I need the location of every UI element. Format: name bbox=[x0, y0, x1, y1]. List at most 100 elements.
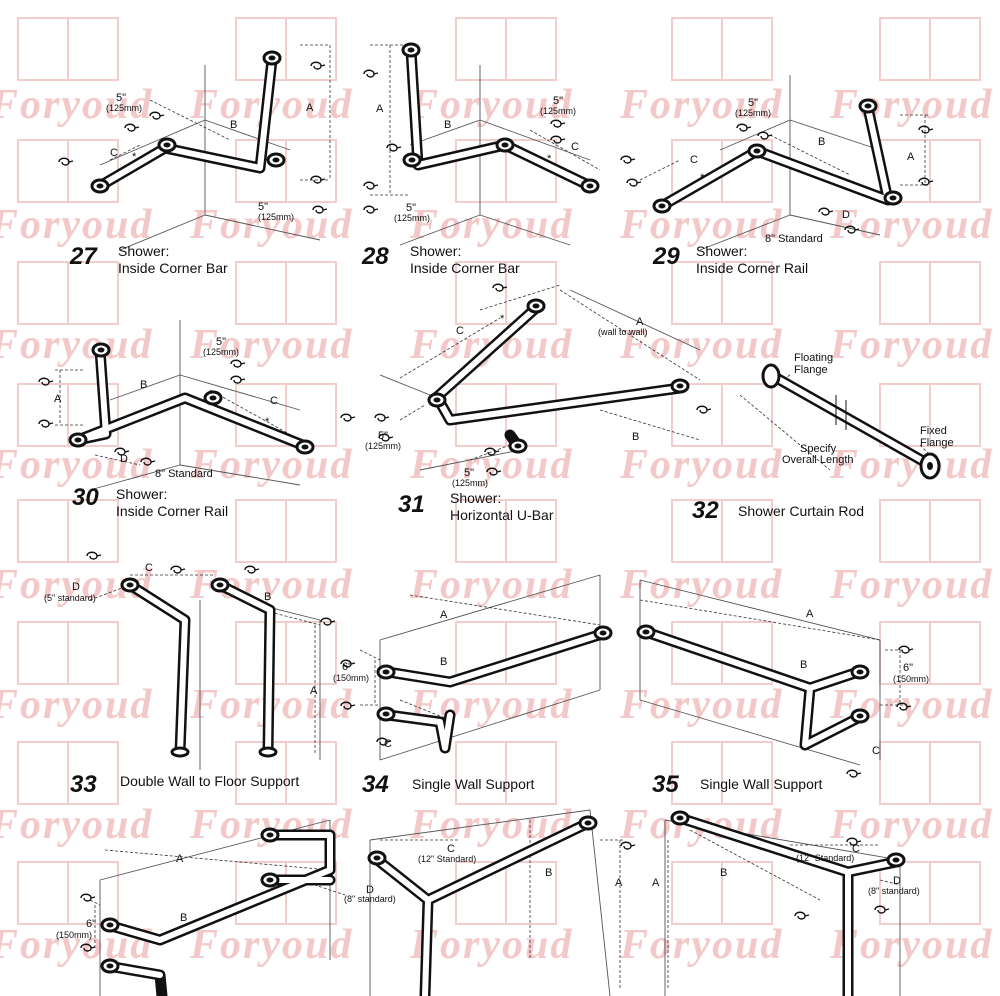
item-31-label-c: C bbox=[456, 325, 464, 337]
item-35-caption-line-1: Single Wall Support bbox=[700, 776, 823, 792]
item-35-diagram: A B C 6" (150mm) 35 Single Wall Support bbox=[636, 579, 929, 798]
item-33-label-c: C bbox=[145, 562, 153, 574]
item-27-number: 27 bbox=[69, 243, 98, 270]
item-33-label-a: A bbox=[310, 685, 318, 697]
item-33-label-d: D bbox=[72, 581, 80, 593]
item-38-label-c-std: (12" Standard) bbox=[796, 853, 854, 863]
item-32-caption-line-1: Shower Curtain Rod bbox=[738, 503, 864, 519]
item-38-label-c: C bbox=[852, 843, 860, 855]
item-33-diagram: C D (5" standard) B A 33 Double Wall to … bbox=[44, 551, 336, 798]
item-32-specify-line-2: Overall Length bbox=[782, 454, 854, 466]
item-38-label-a: A bbox=[652, 877, 660, 889]
item-29-number: 29 bbox=[652, 243, 680, 270]
item-37-label-a: A bbox=[615, 877, 623, 889]
item-36-label-a: A bbox=[176, 853, 184, 865]
item-30-dim-top: 5" bbox=[216, 336, 226, 348]
item-29-label-d: D bbox=[842, 209, 850, 221]
item-34-dim: 6" bbox=[342, 661, 352, 673]
watermark-text: Foryoud bbox=[409, 82, 573, 128]
watermark-text: Foryoud bbox=[409, 202, 573, 248]
watermark-text: Foryoud bbox=[829, 322, 993, 368]
item-29-diagram: 5" (125mm) A B C * D 8" Standard 29 Show… bbox=[626, 75, 934, 276]
item-30-label-d: D bbox=[120, 453, 128, 465]
item-36-dim: 6" bbox=[86, 918, 96, 930]
item-32-fixed-line-1: Fixed bbox=[920, 425, 947, 437]
item-33-label-b: B bbox=[264, 591, 271, 603]
item-28-caption-line-2: Inside Corner Bar bbox=[410, 260, 520, 276]
item-28-label-b: B bbox=[444, 119, 451, 131]
item-37-diagram: C (12" Standard) B A bbox=[367, 809, 636, 996]
item-36-dim-mm: (150mm) bbox=[56, 930, 92, 940]
item-35-dim: 6" bbox=[903, 662, 913, 674]
item-31-dim-bottom-mm: (125mm) bbox=[452, 478, 488, 488]
watermark-layer: Foryoud Foryoud Foryoud Foryoud Foryoud … bbox=[0, 17, 993, 968]
watermark-text: Foryoud bbox=[0, 322, 153, 368]
item-33-label-d-std: (5" standard) bbox=[44, 593, 96, 603]
item-32-number: 32 bbox=[692, 497, 719, 524]
item-37-label-b: B bbox=[545, 867, 552, 879]
item-30-label-c: C bbox=[270, 395, 278, 407]
item-29-caption-line-2: Inside Corner Rail bbox=[696, 260, 808, 276]
item-30-diagram: 5" (125mm) A B C * D 8" Standard 30 Show… bbox=[38, 320, 356, 519]
item-34-label-c: C bbox=[384, 738, 392, 750]
watermark-text: Foryoud bbox=[189, 322, 353, 368]
watermark-text-rows: Foryoud Foryoud Foryoud Foryoud Foryoud … bbox=[0, 82, 993, 968]
item-35-number: 35 bbox=[652, 771, 679, 798]
item-31-caption-line-1: Shower: bbox=[450, 490, 501, 506]
watermark-text: Foryoud bbox=[829, 202, 993, 248]
item-27-diagram: 5" (125mm) A B C * 5" (125mm) 27 Shower:… bbox=[58, 44, 331, 276]
item-34-dim-mm: (150mm) bbox=[333, 673, 369, 683]
watermark-text: Foryoud bbox=[619, 682, 783, 728]
item-29-label-b: B bbox=[818, 136, 825, 148]
item-32-specify-line-1: Specify bbox=[800, 443, 837, 455]
item-28-star: * bbox=[547, 153, 552, 165]
watermark-text: Foryoud bbox=[829, 82, 993, 128]
item-30-caption-line-2: Inside Corner Rail bbox=[116, 503, 228, 519]
watermark-text: Foryoud bbox=[0, 202, 153, 248]
item-33-caption-line-1: Double Wall to Floor Support bbox=[120, 773, 299, 789]
item-31-dim-left-mm: (125mm) bbox=[365, 441, 401, 451]
item-38-label-d: D bbox=[893, 875, 901, 887]
item-37-label-c-std: (12" Standard) bbox=[418, 854, 476, 864]
item-38-label-b: B bbox=[720, 867, 727, 879]
item-35-label-b: B bbox=[800, 659, 807, 671]
item-38-label-d-std: (8" standard) bbox=[868, 886, 920, 896]
item-35-label-a: A bbox=[806, 608, 814, 620]
item-29-label-c: C bbox=[690, 154, 698, 166]
item-28-label-a: A bbox=[376, 103, 384, 115]
item-36-label-b: B bbox=[180, 912, 187, 924]
item-29-caption-line-1: Shower: bbox=[696, 243, 747, 259]
item-36-diagram: A B D (8" standard) 6" (150mm) bbox=[56, 819, 396, 996]
watermark-text: Foryoud bbox=[619, 202, 783, 248]
item-30-dim-top-mm: (125mm) bbox=[203, 347, 239, 357]
item-32-diagram: Floating Flange Specify Overall Length F… bbox=[692, 352, 954, 524]
item-28-dim-top: 5" bbox=[553, 95, 563, 107]
item-32-fixed-line-2: Flange bbox=[920, 437, 954, 449]
item-34-label-b: B bbox=[440, 656, 447, 668]
item-31-label-a: A bbox=[636, 316, 644, 328]
watermark-text: Foryoud bbox=[829, 922, 993, 968]
item-30-number: 30 bbox=[72, 484, 99, 511]
item-30-caption-line-1: Shower: bbox=[116, 486, 167, 502]
watermark-text: Foryoud bbox=[189, 202, 353, 248]
item-33-number: 33 bbox=[70, 771, 97, 798]
item-29-dim-top: 5" bbox=[748, 97, 758, 109]
item-31-label-b: B bbox=[632, 431, 639, 443]
watermark-text: Foryoud bbox=[409, 562, 573, 608]
item-27-label-c: C bbox=[110, 147, 118, 159]
item-29-star: * bbox=[700, 172, 705, 184]
watermark-text: Foryoud bbox=[619, 922, 783, 968]
item-28-dim-bottom: 5" bbox=[406, 202, 416, 214]
item-30-standard: 8" Standard bbox=[155, 468, 213, 480]
item-31-dim-left: 5" bbox=[378, 430, 388, 442]
item-31-dim-bottom: 5" bbox=[464, 467, 474, 479]
watermark-text: Foryoud bbox=[409, 442, 573, 488]
item-38-diagram: C (12" Standard) D (8" standard) A B bbox=[652, 810, 920, 996]
watermark-text: Foryoud bbox=[829, 562, 993, 608]
item-32-floating-line-2: Flange bbox=[794, 364, 828, 376]
item-37-label-c: C bbox=[447, 843, 455, 855]
watermark-text: Foryoud bbox=[189, 442, 353, 488]
item-30-label-a: A bbox=[54, 393, 62, 405]
item-28-diagram: A B C * 5" (125mm) 5" (125mm) 28 Shower:… bbox=[361, 42, 636, 276]
